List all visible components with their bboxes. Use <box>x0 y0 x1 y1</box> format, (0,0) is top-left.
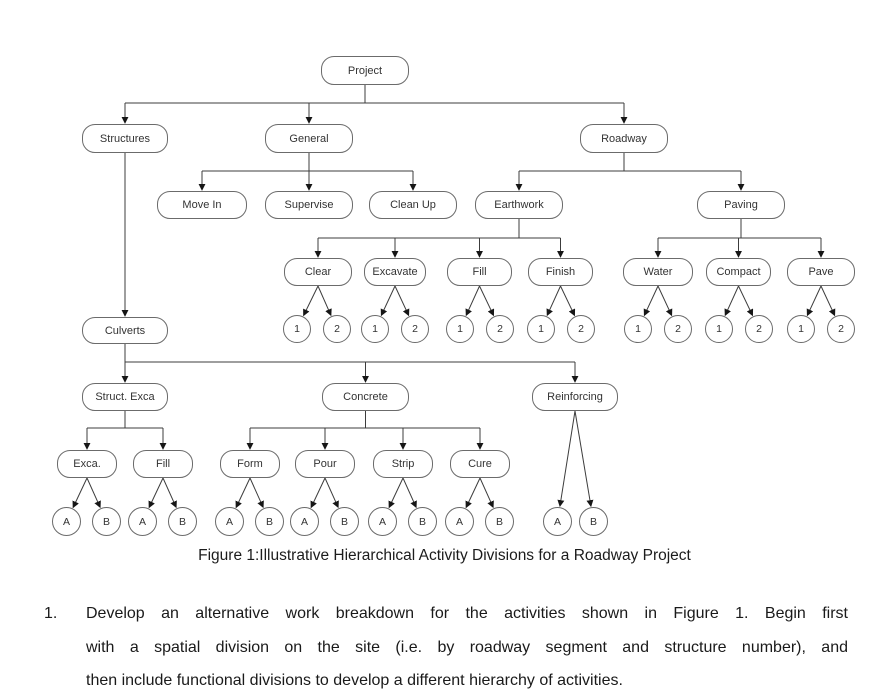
node-fin-1: 1 <box>527 315 555 343</box>
node-clear-2: 2 <box>323 315 351 343</box>
node-pour: Pour <box>295 450 355 478</box>
node-reinforcing: Reinforcing <box>532 383 618 411</box>
node-pav-1: 1 <box>787 315 815 343</box>
node-concrete: Concrete <box>322 383 409 411</box>
node-exc-2: 2 <box>401 315 429 343</box>
node-com-2: 2 <box>745 315 773 343</box>
node-culverts: Culverts <box>82 317 168 344</box>
node-cure: Cure <box>450 450 510 478</box>
problem-text: Develop an alternative work breakdown fo… <box>86 597 848 691</box>
node-paving: Paving <box>697 191 785 219</box>
problem-text-line: Develop an alternative work breakdown fo… <box>86 605 848 622</box>
node-cure-a: A <box>445 507 474 536</box>
problem-text-line: then include functional divisions to dev… <box>86 672 623 689</box>
node-pav-2: 2 <box>827 315 855 343</box>
node-form-b: B <box>255 507 284 536</box>
node-fin-2: 2 <box>567 315 595 343</box>
node-fill-e: Fill <box>447 258 512 286</box>
node-reinf-a: A <box>543 507 572 536</box>
node-reinf-b: B <box>579 507 608 536</box>
node-fs-b: B <box>168 507 197 536</box>
node-pave: Pave <box>787 258 855 286</box>
node-roadway: Roadway <box>580 124 668 153</box>
node-wat-1: 1 <box>624 315 652 343</box>
node-project: Project <box>321 56 409 85</box>
node-structexca: Struct. Exca <box>82 383 168 411</box>
node-pour-b: B <box>330 507 359 536</box>
node-strip: Strip <box>373 450 433 478</box>
node-form-a: A <box>215 507 244 536</box>
node-general: General <box>265 124 353 153</box>
node-pour-a: A <box>290 507 319 536</box>
node-cure-b: B <box>485 507 514 536</box>
node-form: Form <box>220 450 280 478</box>
node-compact: Compact <box>706 258 771 286</box>
node-fe-2: 2 <box>486 315 514 343</box>
node-wat-2: 2 <box>664 315 692 343</box>
node-supervise: Supervise <box>265 191 353 219</box>
node-exca-a: A <box>52 507 81 536</box>
node-earthwork: Earthwork <box>475 191 563 219</box>
problem-text-line: with a spatial division on the site (i.e… <box>86 638 848 656</box>
node-cleanup: Clean Up <box>369 191 457 219</box>
node-excavate: Excavate <box>364 258 426 286</box>
node-com-1: 1 <box>705 315 733 343</box>
node-strip-b: B <box>408 507 437 536</box>
node-clear: Clear <box>284 258 352 286</box>
problem-number: 1. <box>44 605 58 622</box>
problem-item: 1. Develop an alternative work breakdown… <box>44 597 848 691</box>
node-movein: Move In <box>157 191 247 219</box>
node-exca-b: B <box>92 507 121 536</box>
node-fs-a: A <box>128 507 157 536</box>
node-exc-1: 1 <box>361 315 389 343</box>
node-strip-a: A <box>368 507 397 536</box>
node-water: Water <box>623 258 693 286</box>
node-structures: Structures <box>82 124 168 153</box>
node-clear-1: 1 <box>283 315 311 343</box>
node-fe-1: 1 <box>446 315 474 343</box>
node-fill-s: Fill <box>133 450 193 478</box>
node-finish: Finish <box>528 258 593 286</box>
node-exca: Exca. <box>57 450 117 478</box>
diagram-connectors <box>72 85 836 509</box>
figure-caption: Figure 1:Illustrative Hierarchical Activ… <box>198 547 691 564</box>
